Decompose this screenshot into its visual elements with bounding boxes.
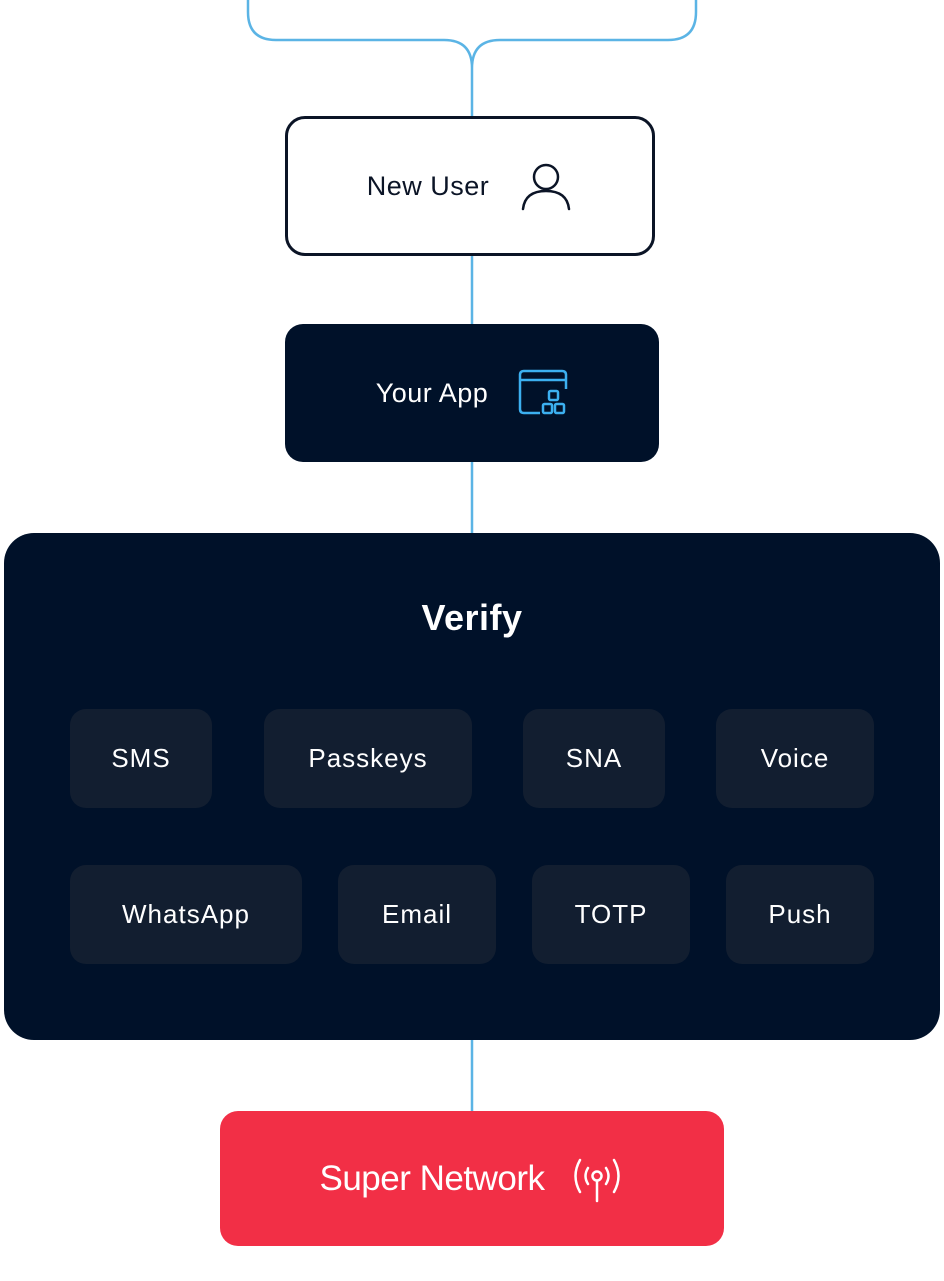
- broadcast-signal-icon: [570, 1155, 624, 1203]
- your-app-label: Your App: [375, 377, 489, 408]
- channel-push: Push: [726, 865, 874, 964]
- channel-totp: TOTP: [532, 865, 690, 964]
- channel-whatsapp: WhatsApp: [70, 865, 302, 964]
- user-icon: [519, 160, 573, 212]
- top-merge-connector: [246, 0, 698, 69]
- channel-sna: SNA: [523, 709, 665, 808]
- channel-sms: SMS: [70, 709, 212, 808]
- new-user-node: New User: [285, 116, 655, 256]
- channel-email: Email: [338, 865, 496, 964]
- channel-voice: Voice: [716, 709, 874, 808]
- super-network-label: Super Network: [319, 1158, 545, 1198]
- super-network-node: Super Network: [220, 1111, 724, 1246]
- new-user-label: New User: [366, 170, 490, 201]
- channel-passkeys: Passkeys: [264, 709, 472, 808]
- app-window-icon: [518, 369, 568, 417]
- verify-panel: Verify SMS Passkeys SNA Voice WhatsApp E…: [4, 533, 940, 1040]
- verify-title: Verify: [421, 597, 523, 638]
- your-app-node: Your App: [285, 324, 659, 462]
